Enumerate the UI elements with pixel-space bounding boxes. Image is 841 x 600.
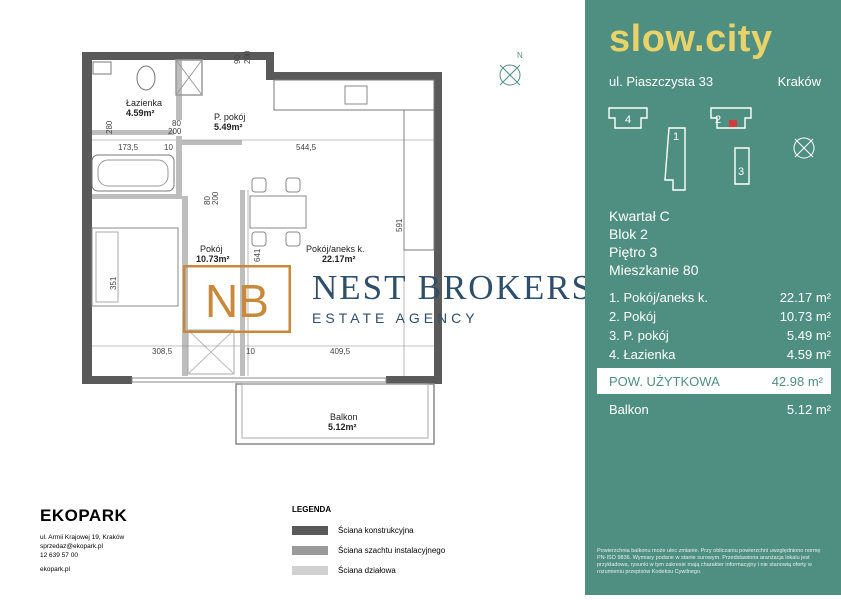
project-logo: slow.city	[609, 18, 773, 60]
dim-label: 591	[395, 218, 404, 232]
svg-text:N: N	[517, 51, 523, 60]
balcony-area: 5.12 m²	[786, 402, 831, 417]
dim-label: 173,5	[118, 143, 139, 152]
structural-walls	[82, 52, 442, 384]
map-label: 4	[625, 114, 631, 126]
bed	[91, 227, 179, 307]
dim-label: 90	[233, 55, 242, 64]
room-row-area: 22.17 m²	[779, 290, 831, 305]
room-area-aneks: 22.17m²	[322, 254, 356, 264]
kitchen-counter	[273, 79, 435, 111]
selected-building-marker	[729, 120, 737, 127]
legend-label: Ściana konstrukcyjna	[338, 526, 414, 535]
total-area-label: POW. UŻYTKOWA	[609, 373, 720, 389]
watermark-monogram: NB	[182, 264, 292, 338]
dim-label: 200	[168, 127, 182, 136]
total-area-value: 42.98 m²	[771, 373, 823, 389]
toilet	[136, 65, 156, 91]
legend-label: Ściana działowa	[338, 566, 396, 575]
balcony-row: Balkon 5.12 m²	[609, 402, 831, 417]
info-pietro: Piętro 3	[609, 244, 658, 260]
dim-label: 280	[105, 120, 114, 134]
room-name-ppokoj: P. pokój	[214, 112, 245, 122]
room-row-area: 10.73 m²	[779, 309, 831, 324]
dim-label: 200	[211, 191, 220, 205]
dim-label: 10	[246, 347, 255, 356]
room-row-area: 4.59 m²	[786, 347, 831, 362]
dim-label: 308,5	[152, 347, 173, 356]
watermark-subtitle: ESTATE AGENCY	[312, 310, 479, 326]
room-row: 2. Pokój 10.73 m²	[609, 309, 831, 324]
legend-label: Ściana szachtu instalacyjnego	[338, 546, 446, 555]
room-name-aneks: Pokój/aneks k.	[306, 244, 365, 254]
wardrobe	[187, 329, 235, 375]
disclaimer-notes: Powierzchnia balkonu może ulec zmianie. …	[597, 548, 821, 575]
dim-label: 10	[164, 143, 173, 152]
legend-item: Ściana działowa	[292, 566, 396, 575]
watermark-monogram-text: NB	[205, 275, 269, 327]
developer-email[interactable]: sprzedaz@ekopark.pl	[40, 543, 103, 550]
dim-label: 641	[253, 248, 262, 262]
room-row: 4. Łazienka 4.59 m²	[609, 347, 831, 362]
site-map: 4 1 2 3	[608, 107, 815, 191]
developer-address: ul. Armii Krajowej 19, Kraków	[40, 534, 125, 541]
room-row: 3. P. pokój 5.49 m²	[609, 328, 831, 343]
room-row-name: 1. Pokój/aneks k.	[609, 290, 708, 305]
dim-label: 80	[172, 119, 181, 128]
watermark-name: NEST BROKERS	[312, 268, 594, 307]
bathtub	[91, 154, 175, 192]
legend-swatch	[292, 546, 328, 555]
room-row-name: 4. Łazienka	[609, 347, 676, 362]
room-name-pokoj: Pokój	[200, 244, 223, 254]
info-kwartal: Kwartał C	[609, 208, 670, 224]
shaft	[175, 59, 203, 96]
dim-label: 544,5	[296, 143, 317, 152]
compass-icon	[499, 64, 521, 86]
balcony-label: Balkon	[609, 402, 649, 417]
developer-phone: 12 639 57 00	[40, 552, 78, 559]
dimension-lines	[92, 110, 434, 376]
map-compass-icon	[793, 137, 815, 159]
developer-logo: EKOPARK	[40, 506, 128, 525]
map-label: 3	[738, 166, 744, 178]
room-area-balkon: 5.12m²	[328, 422, 357, 432]
room-row: 1. Pokój/aneks k. 22.17 m²	[609, 290, 831, 305]
room-row-area: 5.49 m²	[786, 328, 831, 343]
info-blok: Blok 2	[609, 226, 648, 242]
room-name-balkon: Balkon	[330, 412, 358, 422]
room-row-name: 3. P. pokój	[609, 328, 669, 343]
dining-table	[249, 195, 307, 229]
legend-swatch	[292, 566, 328, 575]
project-city: Kraków	[777, 74, 821, 89]
room-name-lazienka: Łazienka	[126, 98, 162, 108]
project-street: ul. Piaszczysta 33	[609, 74, 714, 89]
legend-swatch	[292, 526, 328, 535]
developer-website[interactable]: ekopark.pl	[40, 566, 70, 573]
room-area-lazienka: 4.59m²	[126, 108, 155, 118]
room-row-name: 2. Pokój	[609, 309, 656, 324]
total-area-box: POW. UŻYTKOWA 42.98 m²	[597, 368, 831, 394]
room-area-ppokoj: 5.49m²	[214, 122, 243, 132]
legend-item: Ściana szachtu instalacyjnego	[292, 546, 445, 555]
info-panel: slow.city ul. Piaszczysta 33 Kraków 4 1 …	[585, 0, 841, 595]
room-area-pokoj: 10.73m²	[196, 254, 230, 264]
dim-label: 351	[109, 276, 118, 290]
washbasin	[92, 61, 112, 75]
dim-label: 200	[243, 50, 252, 64]
map-label: 2	[715, 114, 721, 126]
legend-title: LEGENDA	[292, 505, 332, 514]
legend-item: Ściana konstrukcyjna	[292, 526, 414, 535]
dim-label: 80	[203, 196, 212, 205]
dim-label: 409,5	[330, 347, 351, 356]
info-mieszkanie: Mieszkanie 80	[609, 262, 699, 278]
map-label: 1	[673, 131, 679, 143]
